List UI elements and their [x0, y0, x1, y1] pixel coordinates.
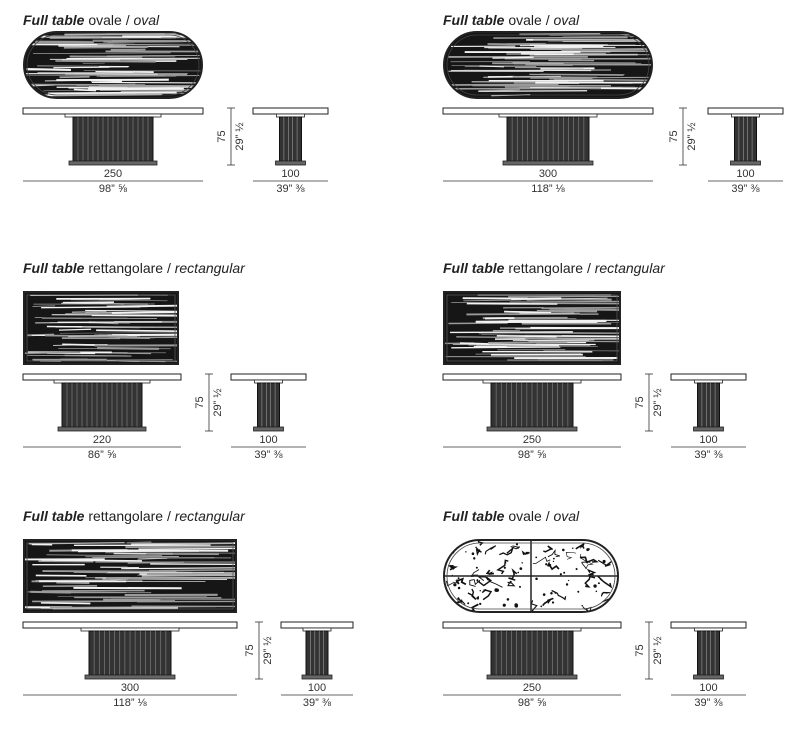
depth-dimension: 100 39” ⅜ — [281, 682, 353, 709]
depth-inch-label: 39” ⅜ — [254, 449, 283, 461]
table-drawing: 75 29” ½ 220 86” ⅝ 100 39” ⅜ — [23, 260, 403, 480]
depth-inch-label: 39” ⅜ — [731, 183, 760, 195]
front-profile — [23, 374, 181, 431]
width-inch-label: 98” ⅝ — [518, 697, 547, 709]
depth-inch-label: 39” ⅜ — [303, 697, 332, 709]
height-inch-label: 29” ½ — [262, 636, 274, 664]
height-dimension: 75 29” ½ — [668, 108, 698, 165]
depth-cm-label: 100 — [281, 168, 299, 180]
top-view — [24, 540, 237, 612]
height-inch-label: 29” ½ — [652, 388, 664, 416]
width-inch-label: 98” ⅝ — [518, 449, 547, 461]
table-drawing: 75 29” ½ 250 98” ⅝ 100 39” ⅜ — [443, 508, 804, 728]
front-profile — [443, 622, 621, 679]
top-view — [444, 32, 653, 98]
table-drawing: 75 29” ½ 250 98” ⅝ 100 39” ⅜ — [23, 12, 403, 232]
width-cm-label: 220 — [93, 434, 111, 446]
depth-inch-label: 39” ⅜ — [276, 183, 305, 195]
depth-cm-label: 100 — [736, 168, 754, 180]
table-panel-rect-300: Full table rettangolare / rectangular 75… — [23, 508, 403, 748]
depth-cm-label: 100 — [259, 434, 277, 446]
height-dimension: 75 29” ½ — [634, 622, 664, 679]
depth-dimension: 100 39” ⅜ — [231, 434, 306, 461]
height-inch-label: 29” ½ — [652, 636, 664, 664]
depth-cm-label: 100 — [699, 434, 717, 446]
depth-dimension: 100 39” ⅜ — [253, 168, 328, 195]
side-profile — [253, 108, 328, 165]
width-cm-label: 300 — [539, 168, 557, 180]
width-dimension: 220 86” ⅝ — [23, 434, 181, 461]
height-inch-label: 29” ½ — [234, 122, 246, 150]
table-drawing: 75 29” ½ 300 118” ⅛ 100 39” ⅜ — [443, 12, 804, 232]
top-view — [444, 292, 621, 364]
height-cm-label: 75 — [668, 130, 680, 142]
width-dimension: 250 98” ⅝ — [443, 434, 621, 461]
front-profile — [443, 108, 653, 165]
depth-cm-label: 100 — [699, 682, 717, 694]
top-view — [444, 532, 618, 617]
width-inch-label: 86” ⅝ — [88, 449, 117, 461]
side-profile — [281, 622, 353, 679]
width-dimension: 250 98” ⅝ — [23, 168, 203, 195]
table-drawing: 75 29” ½ 250 98” ⅝ 100 39” ⅜ — [443, 260, 804, 480]
depth-dimension: 100 39” ⅜ — [671, 682, 746, 709]
table-drawing: 75 29” ½ 300 118” ⅛ 100 39” ⅜ — [23, 508, 403, 728]
height-cm-label: 75 — [634, 396, 646, 408]
top-view — [24, 32, 203, 98]
side-profile — [671, 622, 746, 679]
side-profile — [671, 374, 746, 431]
width-cm-label: 300 — [121, 682, 139, 694]
width-cm-label: 250 — [523, 434, 541, 446]
height-inch-label: 29” ½ — [686, 122, 698, 150]
front-profile — [443, 374, 621, 431]
width-cm-label: 250 — [104, 168, 122, 180]
side-profile — [231, 374, 306, 431]
height-dimension: 75 29” ½ — [194, 374, 224, 431]
height-dimension: 75 29” ½ — [634, 374, 664, 431]
width-inch-label: 98” ⅝ — [99, 183, 128, 195]
top-view — [23, 292, 179, 364]
width-dimension: 300 118” ⅛ — [443, 168, 653, 195]
front-profile — [23, 622, 237, 679]
width-cm-label: 250 — [523, 682, 541, 694]
table-panel-rect-220: Full table rettangolare / rectangular 75… — [23, 260, 403, 500]
depth-inch-label: 39” ⅜ — [694, 697, 723, 709]
height-cm-label: 75 — [194, 396, 206, 408]
width-inch-label: 118” ⅛ — [531, 183, 565, 195]
height-dimension: 75 29” ½ — [216, 108, 246, 165]
depth-dimension: 100 39” ⅜ — [708, 168, 783, 195]
front-profile — [23, 108, 203, 165]
height-dimension: 75 29” ½ — [244, 622, 274, 679]
height-cm-label: 75 — [216, 130, 228, 142]
height-cm-label: 75 — [634, 644, 646, 656]
height-inch-label: 29” ½ — [212, 388, 224, 416]
width-inch-label: 118” ⅛ — [113, 697, 147, 709]
width-dimension: 250 98” ⅝ — [443, 682, 621, 709]
side-profile — [708, 108, 783, 165]
table-panel-rect-250: Full table rettangolare / rectangular 75… — [443, 260, 804, 500]
width-dimension: 300 118” ⅛ — [23, 682, 237, 709]
depth-dimension: 100 39” ⅜ — [671, 434, 746, 461]
height-cm-label: 75 — [244, 644, 256, 656]
depth-cm-label: 100 — [308, 682, 326, 694]
depth-inch-label: 39” ⅜ — [694, 449, 723, 461]
